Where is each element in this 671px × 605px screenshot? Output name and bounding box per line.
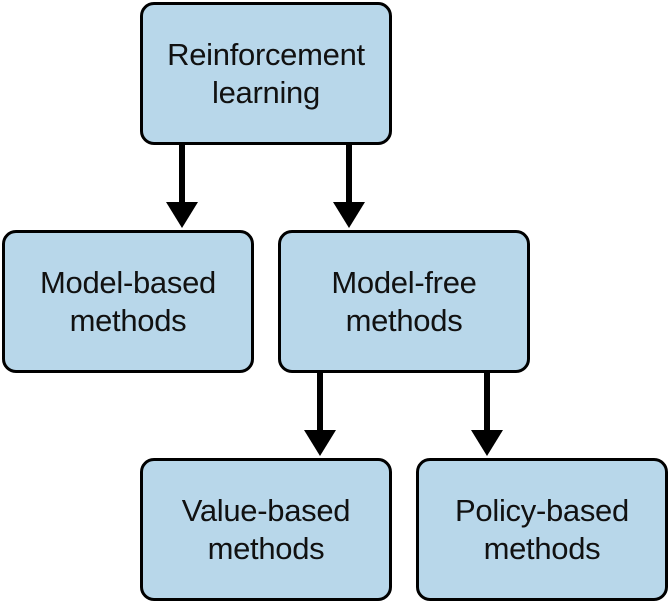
node-model-free-methods: Model-free methods (278, 230, 530, 373)
node-reinforcement-learning: Reinforcement learning (140, 2, 392, 145)
arrow-rl-to-model-based-head (166, 202, 198, 228)
arrow-model-free-to-value-based-head (304, 430, 336, 456)
arrow-model-free-to-policy-based-head (471, 430, 503, 456)
node-model-based-methods: Model-based methods (2, 230, 254, 373)
node-value-based-methods: Value-based methods (140, 458, 392, 601)
arrow-rl-to-model-free (333, 145, 365, 228)
arrow-model-free-to-value-based (304, 373, 336, 456)
arrow-rl-to-model-free-head (333, 202, 365, 228)
arrow-rl-to-model-based (166, 145, 198, 228)
node-policy-based-methods: Policy-based methods (416, 458, 668, 601)
arrow-model-free-to-policy-based (471, 373, 503, 456)
